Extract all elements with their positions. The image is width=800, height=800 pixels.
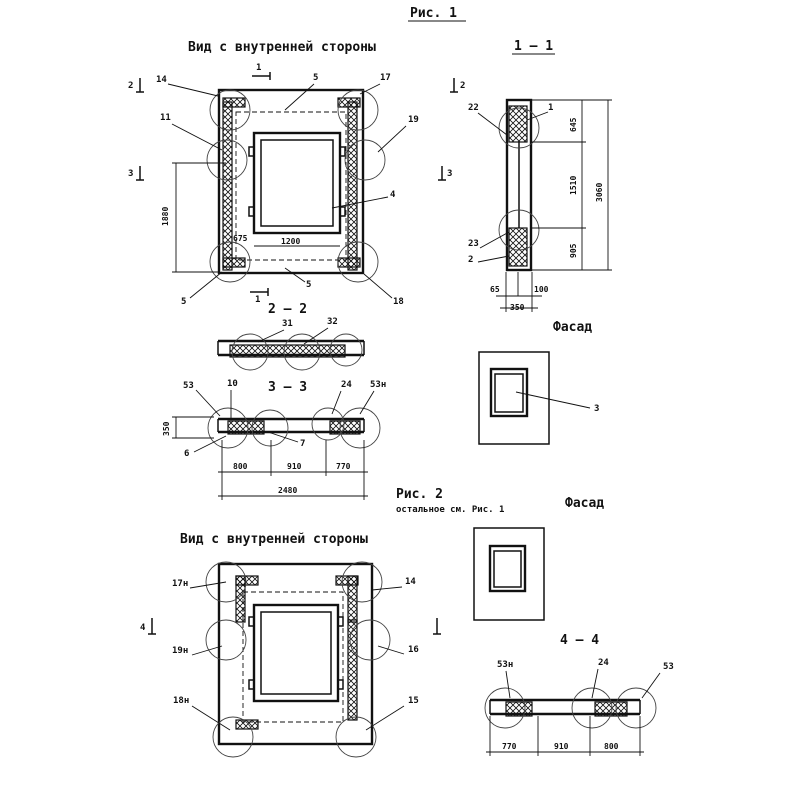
fig2-subtitle: остальное см. Рис. 1 xyxy=(396,505,504,515)
svg-text:53н: 53н xyxy=(370,380,386,390)
svg-text:5: 5 xyxy=(313,73,318,83)
section-4-4-title: 4 — 4 xyxy=(560,633,599,648)
svg-text:19: 19 xyxy=(408,115,419,125)
svg-text:1: 1 xyxy=(256,63,261,73)
svg-text:800: 800 xyxy=(604,742,619,751)
svg-text:910: 910 xyxy=(287,462,302,471)
section-2-2: 31 32 xyxy=(217,317,365,371)
fig2-facade xyxy=(473,527,545,621)
svg-text:100: 100 xyxy=(534,285,549,294)
svg-text:14: 14 xyxy=(156,75,167,85)
svg-text:1: 1 xyxy=(548,103,553,113)
section-2-2-title: 2 — 2 xyxy=(268,302,307,317)
svg-text:770: 770 xyxy=(502,742,517,751)
svg-text:18н: 18н xyxy=(173,696,189,706)
svg-text:7: 7 xyxy=(300,439,305,449)
svg-text:22: 22 xyxy=(468,103,479,113)
svg-text:350: 350 xyxy=(162,421,171,436)
svg-text:2480: 2480 xyxy=(278,486,297,495)
svg-text:5: 5 xyxy=(306,280,311,290)
fig1-dimensions: 1880 675 1200 xyxy=(161,162,340,273)
fig2-title: Рис. 2 xyxy=(396,487,443,502)
svg-text:17: 17 xyxy=(380,73,391,83)
svg-text:11: 11 xyxy=(160,113,171,123)
section-3-3: 53 10 24 53н 6 7 350 800 910 770 2480 xyxy=(162,379,386,500)
fig2-callouts: 17н 14 19н 16 18н 15 xyxy=(172,577,419,731)
section-3-3-title: 3 — 3 xyxy=(268,380,307,395)
fig2-panel-inner-view xyxy=(205,561,391,758)
svg-text:1: 1 xyxy=(255,295,260,305)
svg-text:1200: 1200 xyxy=(281,237,300,246)
svg-text:24: 24 xyxy=(341,380,352,390)
svg-text:6: 6 xyxy=(184,449,189,459)
svg-text:53: 53 xyxy=(183,381,194,391)
svg-text:645: 645 xyxy=(569,117,578,132)
svg-text:1510: 1510 xyxy=(569,176,578,195)
svg-text:350: 350 xyxy=(510,303,525,312)
svg-text:16: 16 xyxy=(408,645,419,655)
svg-text:15: 15 xyxy=(408,696,419,706)
fig1-callouts: 14 5 17 11 19 4 5 5 18 xyxy=(156,73,419,307)
svg-text:3: 3 xyxy=(447,169,452,179)
svg-text:3: 3 xyxy=(128,169,133,179)
svg-text:4: 4 xyxy=(390,190,396,200)
svg-text:5: 5 xyxy=(181,297,186,307)
svg-text:17н: 17н xyxy=(172,579,188,589)
fig1-panel-inner-view xyxy=(206,88,386,283)
svg-text:53: 53 xyxy=(663,662,674,672)
svg-text:18: 18 xyxy=(393,297,404,307)
svg-text:905: 905 xyxy=(569,243,578,258)
svg-text:53н: 53н xyxy=(497,660,513,670)
svg-text:14: 14 xyxy=(405,577,416,587)
svg-text:2: 2 xyxy=(460,81,465,91)
fig1-title: Рис. 1 xyxy=(410,6,457,21)
svg-text:3060: 3060 xyxy=(595,183,604,202)
svg-text:3: 3 xyxy=(594,404,599,414)
svg-text:675: 675 xyxy=(233,234,248,243)
fig2-view-title: Вид с внутренней стороны xyxy=(180,532,368,547)
svg-text:1880: 1880 xyxy=(161,207,170,226)
svg-text:10: 10 xyxy=(227,379,238,389)
svg-text:910: 910 xyxy=(554,742,569,751)
svg-text:31: 31 xyxy=(282,319,293,329)
svg-text:770: 770 xyxy=(336,462,351,471)
svg-text:32: 32 xyxy=(327,317,338,327)
section-4-4: 53н 24 53 770 910 800 xyxy=(484,658,674,756)
fig1-section-markers: 2 2 3 3 1 1 xyxy=(128,63,465,305)
section-1-1: 22 1 23 2 645 1510 905 3060 65 100 350 xyxy=(468,98,612,312)
svg-text:19н: 19н xyxy=(172,646,188,656)
svg-text:800: 800 xyxy=(233,462,248,471)
fig1-section-1-1-title: 1 — 1 xyxy=(514,39,553,54)
svg-text:24: 24 xyxy=(598,658,609,668)
svg-text:2: 2 xyxy=(468,255,473,265)
svg-text:4: 4 xyxy=(140,623,146,633)
fig1-facade: 3 xyxy=(478,351,599,445)
svg-text:2: 2 xyxy=(128,81,133,91)
fig1-view-title: Вид с внутренней стороны xyxy=(188,40,376,55)
svg-text:65: 65 xyxy=(490,285,500,294)
svg-text:23: 23 xyxy=(468,239,479,249)
fig2-section-markers: 4 xyxy=(140,618,441,635)
fig2-facade-title: Фасад xyxy=(565,496,604,511)
fig1-facade-title: Фасад xyxy=(553,320,592,335)
